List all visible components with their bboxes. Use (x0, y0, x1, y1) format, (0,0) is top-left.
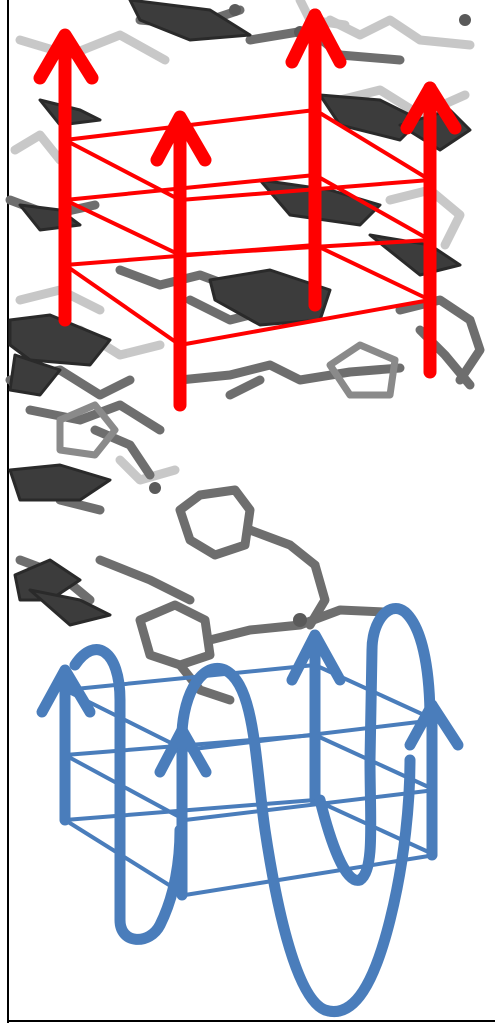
blue-strands (42, 608, 458, 1011)
antiparallel-quadruplex-motif (42, 608, 458, 1011)
blue-loop-1 (75, 650, 180, 940)
molecular-structure (10, 0, 480, 700)
red-tetrad-middle (65, 175, 430, 255)
sugar-rings (60, 345, 395, 455)
